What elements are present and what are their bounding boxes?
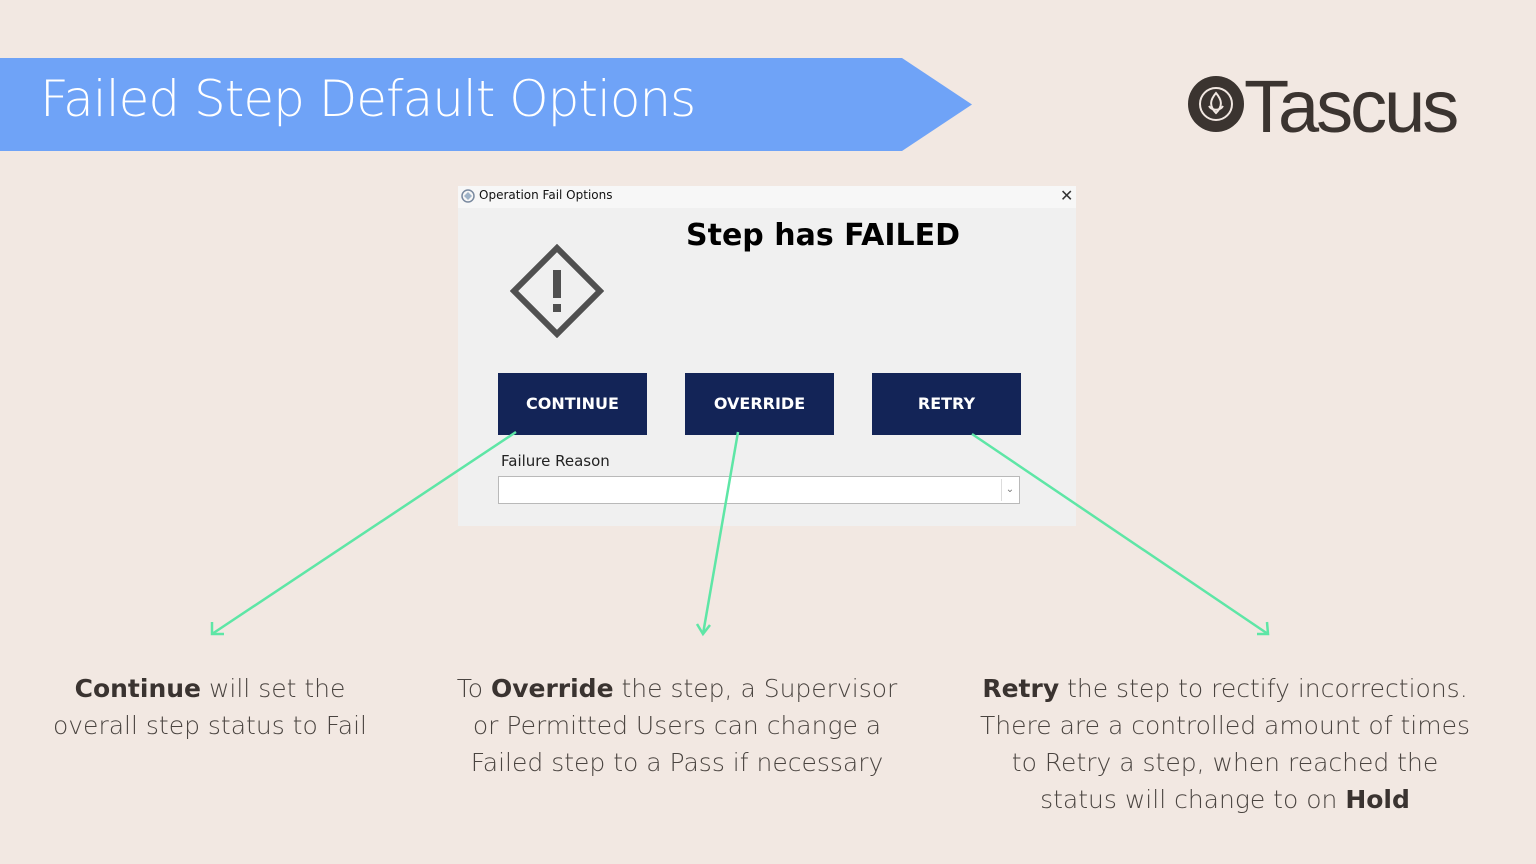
override-caption-line1: the step, a Supervisor [613,674,898,703]
retry-caption-bold: Retry [982,674,1060,703]
retry-button[interactable]: RETRY [872,373,1021,435]
retry-caption-bold-end: Hold [1345,785,1410,814]
title-banner: Failed Step Default Options [0,58,972,151]
continue-button[interactable]: CONTINUE [498,373,647,435]
retry-caption-line3: to Retry a step, when reached the [1011,748,1439,777]
retry-caption: Retry the step to rectify incorrections.… [975,670,1475,818]
continue-arrowhead [210,622,224,636]
override-caption: To Override the step, a Supervisor or Pe… [452,670,902,781]
app-icon [461,189,475,203]
warning-diamond-icon [510,244,604,338]
dialog-titlebar: Operation Fail Options ✕ [458,186,1076,208]
override-caption-bold: Override [490,674,614,703]
retry-arrowhead [1257,621,1270,636]
chevron-down-icon[interactable]: ⌄ [1001,479,1018,501]
retry-caption-line1: the step to rectify incorrections. [1059,674,1468,703]
continue-caption-line2: overall step status to Fail [52,711,368,740]
retry-caption-line4: status will change to on [1040,785,1346,814]
banner-title: Failed Step Default Options [40,70,696,128]
continue-caption: Continue will set the overall step statu… [30,670,390,744]
continue-caption-bold: Continue [74,674,202,703]
retry-caption-line2: There are a controlled amount of times [980,711,1470,740]
override-caption-line3: Failed step to a Pass if necessary [470,748,884,777]
dialog-title: Operation Fail Options [479,188,613,202]
failure-reason-select[interactable]: ⌄ [498,476,1020,504]
dialog-heading: Step has FAILED [686,218,961,253]
override-arrowhead [695,623,711,637]
operation-fail-dialog: Operation Fail Options ✕ Step has FAILED… [458,186,1076,526]
close-icon[interactable]: ✕ [1060,186,1074,205]
logo-mark-icon [1188,76,1244,132]
override-caption-line2: or Permitted Users can change a [472,711,882,740]
continue-caption-line1: will set the [201,674,346,703]
override-button[interactable]: OVERRIDE [685,373,834,435]
logo-text: Tascus [1244,65,1459,148]
override-caption-pre: To [456,674,491,703]
failure-reason-label: Failure Reason [501,452,610,470]
